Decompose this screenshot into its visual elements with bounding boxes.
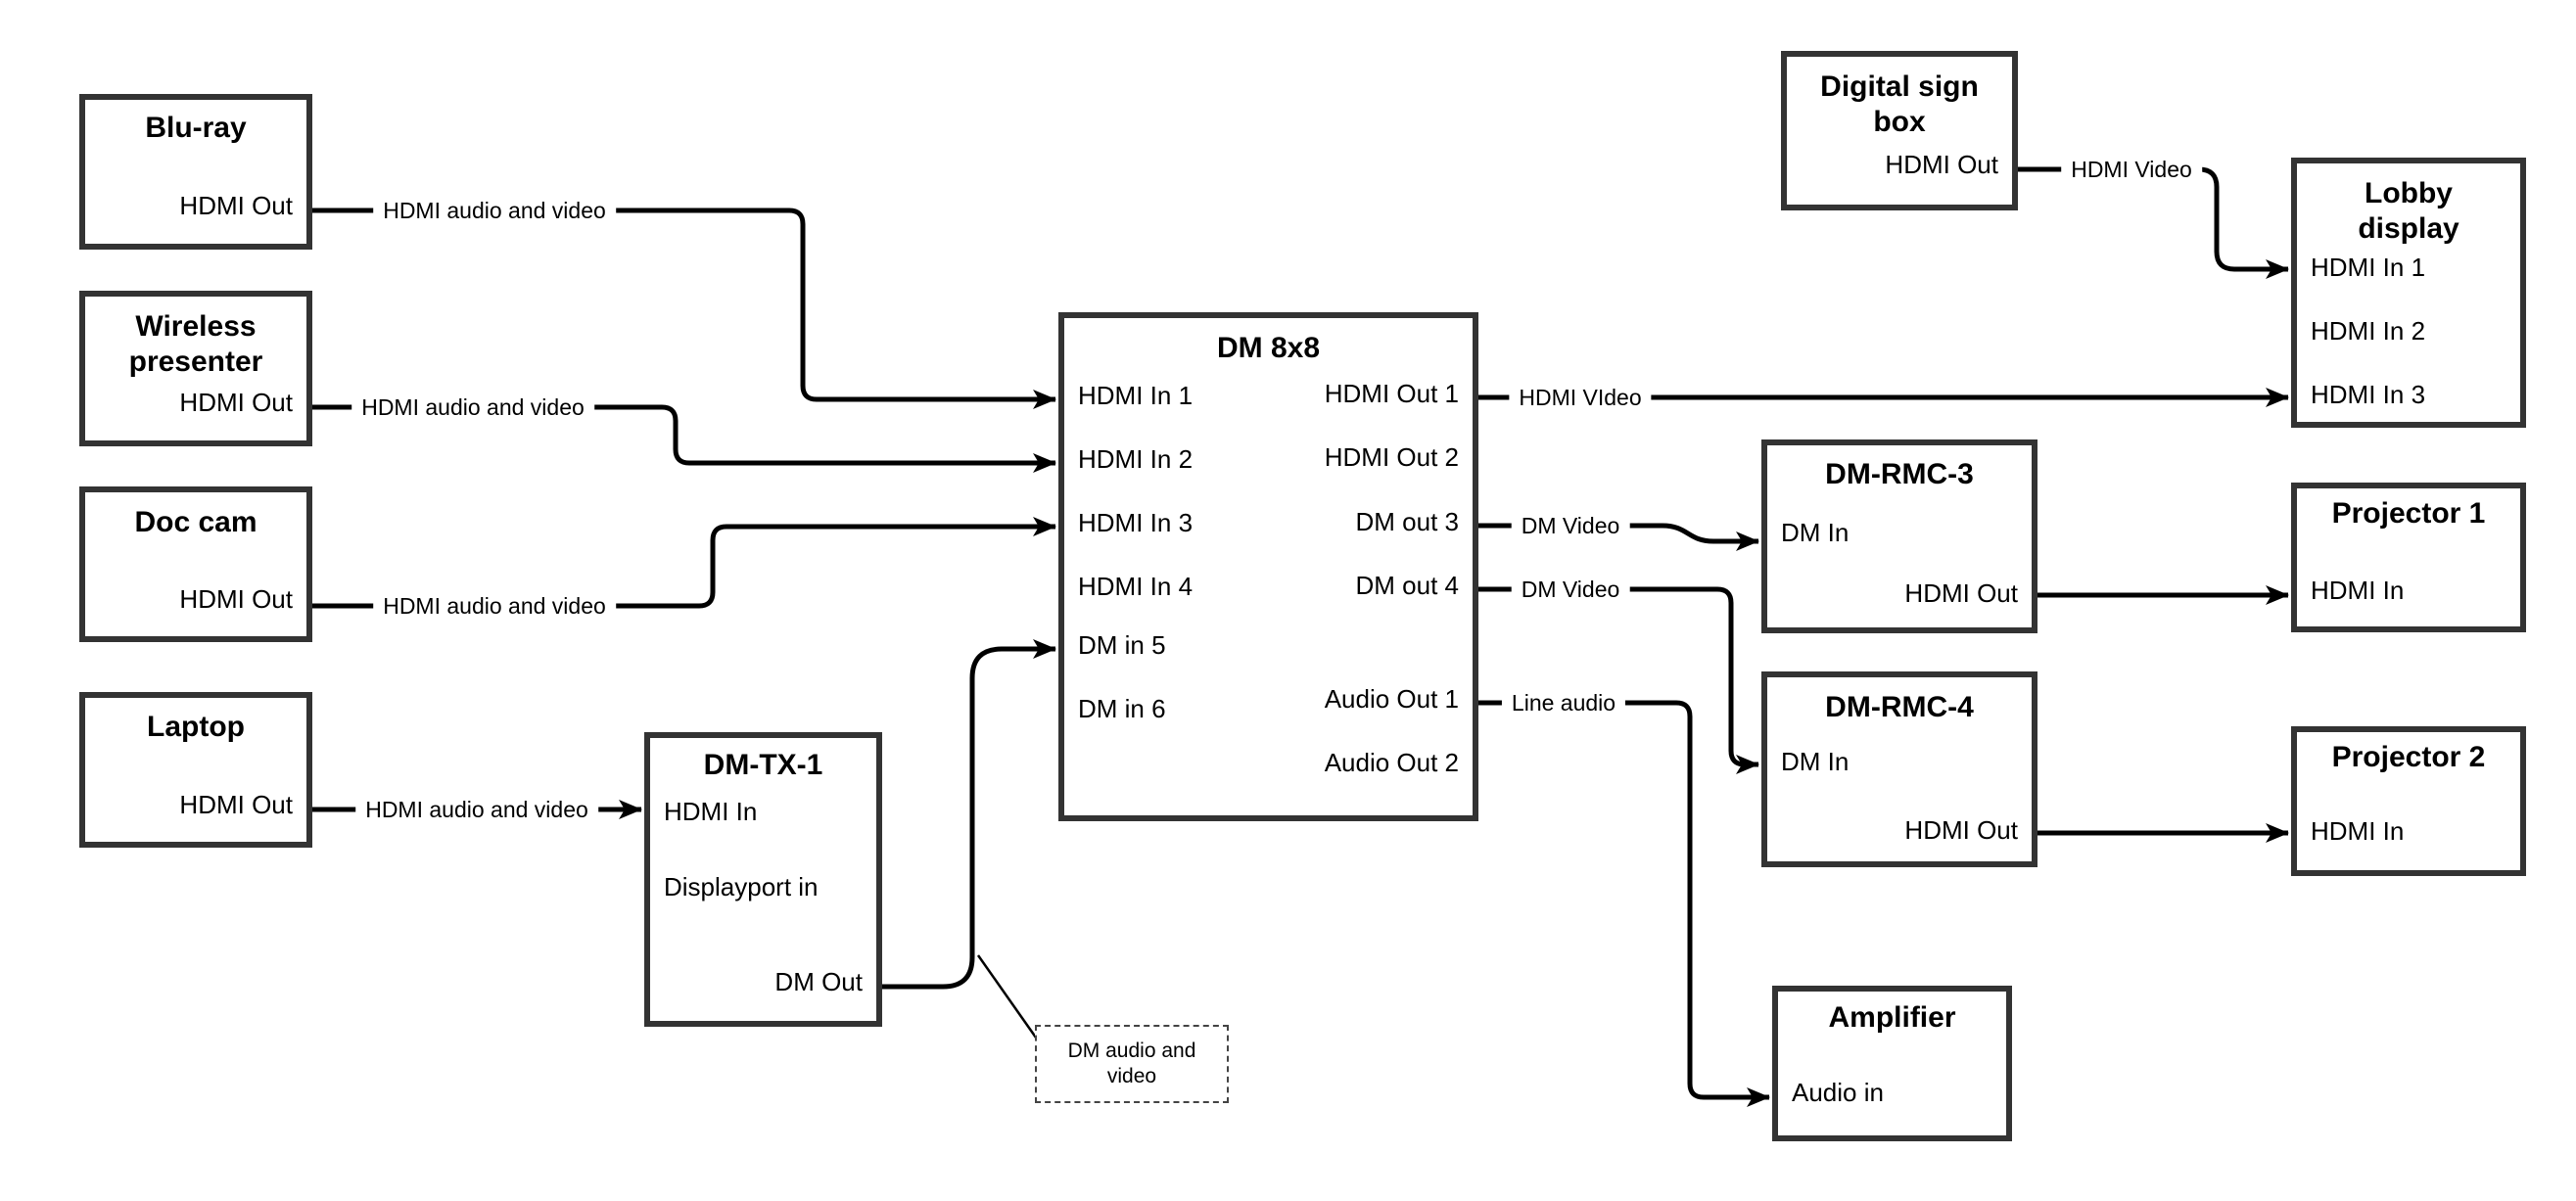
box-dm-rmc-3: DM-RMC-3 DM In HDMI Out	[1761, 439, 2037, 633]
wire-label-bluray-hdmi-av: HDMI audio and video	[373, 197, 616, 224]
box-laptop: Laptop HDMI Out	[79, 692, 312, 848]
box-doccam: Doc cam HDMI Out	[79, 486, 312, 642]
box-bluray-title: Blu-ray	[145, 112, 247, 144]
port-dm8x8-audio-out-1: Audio Out 1	[1324, 684, 1459, 714]
connector-wireless-to-dm8x8-hdmi-in-2	[312, 404, 1056, 473]
box-dm-rmc-4: DM-RMC-4 DM In HDMI Out	[1761, 671, 2037, 867]
connector-dmtx1-dm-out-to-dm8x8-dm-in-5	[879, 639, 1056, 990]
connector-doccam-to-dm8x8-hdmi-in-3	[312, 517, 1056, 609]
port-rmc3-hdmi-out: HDMI Out	[1904, 578, 2018, 608]
port-dm8x8-dm-in-5: DM in 5	[1078, 630, 1166, 660]
box-dm-8x8: DM 8x8 HDMI In 1 HDMI In 2 HDMI In 3 HDM…	[1058, 312, 1478, 821]
note-line2: video	[1106, 1065, 1157, 1087]
port-doccam-hdmi-out: HDMI Out	[179, 584, 293, 614]
box-digital-sign-title-line2: box	[1873, 106, 1926, 138]
wire-label-wireless-hdmi-av: HDMI audio and video	[351, 393, 594, 421]
port-dm8x8-hdmi-in-2: HDMI In 2	[1078, 444, 1194, 474]
box-projector-2: Projector 2 HDMI In	[2291, 726, 2526, 876]
port-dmtx1-dm-out: DM Out	[774, 967, 863, 996]
connector-dm8x8-dm-out-3-to-rmc3-dm-in	[1478, 523, 1759, 551]
box-doccam-title: Doc cam	[134, 506, 258, 538]
box-lobby-title-line1: Lobby	[2365, 177, 2453, 209]
port-projector2-hdmi-in: HDMI In	[2311, 816, 2405, 846]
box-projector-1-title: Projector 1	[2331, 497, 2486, 530]
port-dm8x8-hdmi-in-3: HDMI In 3	[1078, 508, 1194, 537]
wire-label-dm-video-out4: DM Video	[1511, 576, 1630, 603]
port-rmc4-hdmi-out: HDMI Out	[1904, 815, 2018, 845]
port-dmtx1-displayport-in: Displayport in	[664, 872, 819, 901]
box-amplifier: Amplifier Audio in	[1772, 986, 2012, 1141]
connector-dm8x8-dm-out-4-to-rmc4-dm-in	[1478, 586, 1759, 774]
box-amplifier-title: Amplifier	[1828, 1001, 1956, 1034]
port-dm8x8-hdmi-in-1: HDMI In 1	[1078, 381, 1194, 410]
port-dm8x8-hdmi-out-2: HDMI Out 2	[1324, 442, 1459, 472]
box-lobby-display: Lobby display HDMI In 1 HDMI In 2 HDMI I…	[2291, 158, 2526, 428]
box-dm-rmc-3-title: DM-RMC-3	[1825, 458, 1974, 490]
port-dm8x8-dm-in-6: DM in 6	[1078, 694, 1166, 723]
port-dm8x8-dm-out-4: DM out 4	[1355, 571, 1460, 600]
port-rmc3-dm-in: DM In	[1781, 518, 1850, 547]
port-rmc4-dm-in: DM In	[1781, 747, 1850, 776]
port-dm8x8-audio-out-2: Audio Out 2	[1324, 748, 1459, 777]
box-wireless-title-line1: Wireless	[135, 310, 257, 343]
box-projector-2-title: Projector 2	[2331, 741, 2486, 773]
port-wireless-hdmi-out: HDMI Out	[179, 388, 293, 417]
wire-label-doccam-hdmi-av: HDMI audio and video	[373, 592, 616, 620]
box-dm-tx-1-title: DM-TX-1	[703, 749, 823, 781]
box-digital-sign-title-line1: Digital sign	[1820, 70, 1979, 103]
note-dm-audio-and-video: DM audio and video	[1035, 1025, 1229, 1103]
note-line1: DM audio and	[1067, 1039, 1196, 1062]
wire-label-hdmi-video-to-lobby: HDMI VIdeo	[1509, 384, 1652, 411]
connector-dm8x8-audio-out-1-to-amplifier	[1478, 700, 1770, 1107]
port-laptop-hdmi-out: HDMI Out	[179, 790, 293, 819]
port-dm8x8-dm-out-3: DM out 3	[1355, 507, 1460, 536]
port-bluray-hdmi-out: HDMI Out	[179, 191, 293, 220]
port-projector1-hdmi-in: HDMI In	[2311, 576, 2405, 605]
port-amplifier-audio-in: Audio in	[1792, 1078, 1884, 1107]
port-dm8x8-hdmi-in-4: HDMI In 4	[1078, 572, 1194, 601]
port-dm8x8-hdmi-out-1: HDMI Out 1	[1324, 379, 1459, 408]
note-leader-line	[976, 954, 1038, 1039]
box-dm-tx-1: DM-TX-1 HDMI In Displayport in DM Out	[644, 732, 882, 1027]
port-signbox-hdmi-out: HDMI Out	[1885, 150, 1998, 179]
wire-label-signbox-hdmi-video: HDMI Video	[2061, 156, 2202, 183]
box-lobby-title-line2: display	[2358, 212, 2459, 245]
box-dm-rmc-4-title: DM-RMC-4	[1825, 691, 1974, 723]
port-lobby-hdmi-in-3: HDMI In 3	[2311, 380, 2426, 409]
box-digital-sign: Digital sign box HDMI Out	[1781, 51, 2018, 210]
connector-signbox-to-lobby-hdmi-in-1	[2018, 166, 2289, 279]
wire-label-dm-video-out3: DM Video	[1511, 512, 1630, 539]
box-wireless-presenter: Wireless presenter HDMI Out	[79, 291, 312, 446]
box-dm-8x8-title: DM 8x8	[1216, 332, 1321, 364]
connector-bluray-to-dm8x8-hdmi-in-1	[312, 208, 1056, 409]
box-bluray: Blu-ray HDMI Out	[79, 94, 312, 250]
box-projector-1: Projector 1 HDMI In	[2291, 483, 2526, 632]
box-wireless-title-line2: presenter	[128, 346, 263, 378]
wire-label-line-audio: Line audio	[1501, 689, 1626, 716]
box-laptop-title: Laptop	[147, 711, 245, 743]
wire-label-laptop-hdmi-av: HDMI audio and video	[355, 796, 598, 823]
port-lobby-hdmi-in-2: HDMI In 2	[2311, 316, 2426, 346]
port-dmtx1-hdmi-in: HDMI In	[664, 797, 758, 826]
port-lobby-hdmi-in-1: HDMI In 1	[2311, 253, 2426, 282]
